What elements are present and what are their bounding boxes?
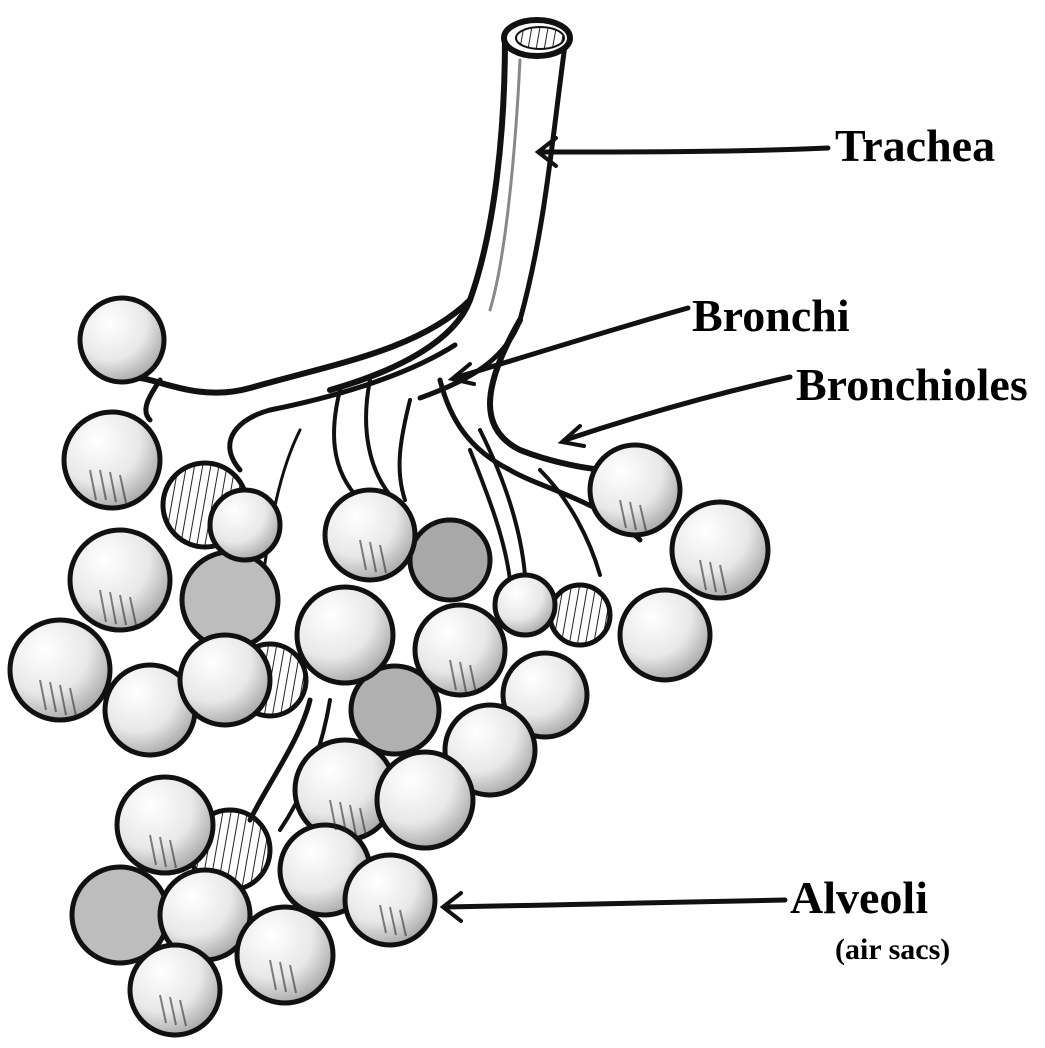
bronchi-arrow [455, 308, 688, 378]
alveoli-note-label: (air sacs) [835, 935, 950, 965]
right-bronchus [490, 320, 610, 470]
alveolus [325, 490, 415, 580]
trachea-arrow [540, 148, 828, 152]
alveolus [410, 520, 490, 600]
alveolus [495, 575, 555, 635]
alveolus [297, 587, 393, 683]
alveoli-arrow [445, 900, 785, 907]
bronchiole-1 [334, 390, 360, 500]
alveolus [550, 585, 610, 645]
alveoli-label: Alveoli [790, 875, 928, 921]
alveolus [415, 605, 505, 695]
alveolus [10, 620, 110, 720]
alveolus [64, 412, 160, 508]
bronchiole-2 [400, 400, 410, 500]
alveolus [672, 502, 768, 598]
alveolus [620, 590, 710, 680]
alveolus [180, 635, 270, 725]
alveoli-cluster [10, 298, 768, 1035]
alveolus [377, 752, 473, 848]
left-bronchus [140, 300, 470, 393]
alveolus [70, 530, 170, 630]
bronchioles-label: Bronchioles [796, 362, 1028, 408]
alveolus [210, 490, 280, 560]
trachea-label: Trachea [835, 123, 995, 169]
alveolus [345, 855, 435, 945]
bronchi-label: Bronchi [692, 293, 850, 339]
alveolus [80, 298, 164, 382]
bronchioles-arrow [565, 377, 790, 440]
